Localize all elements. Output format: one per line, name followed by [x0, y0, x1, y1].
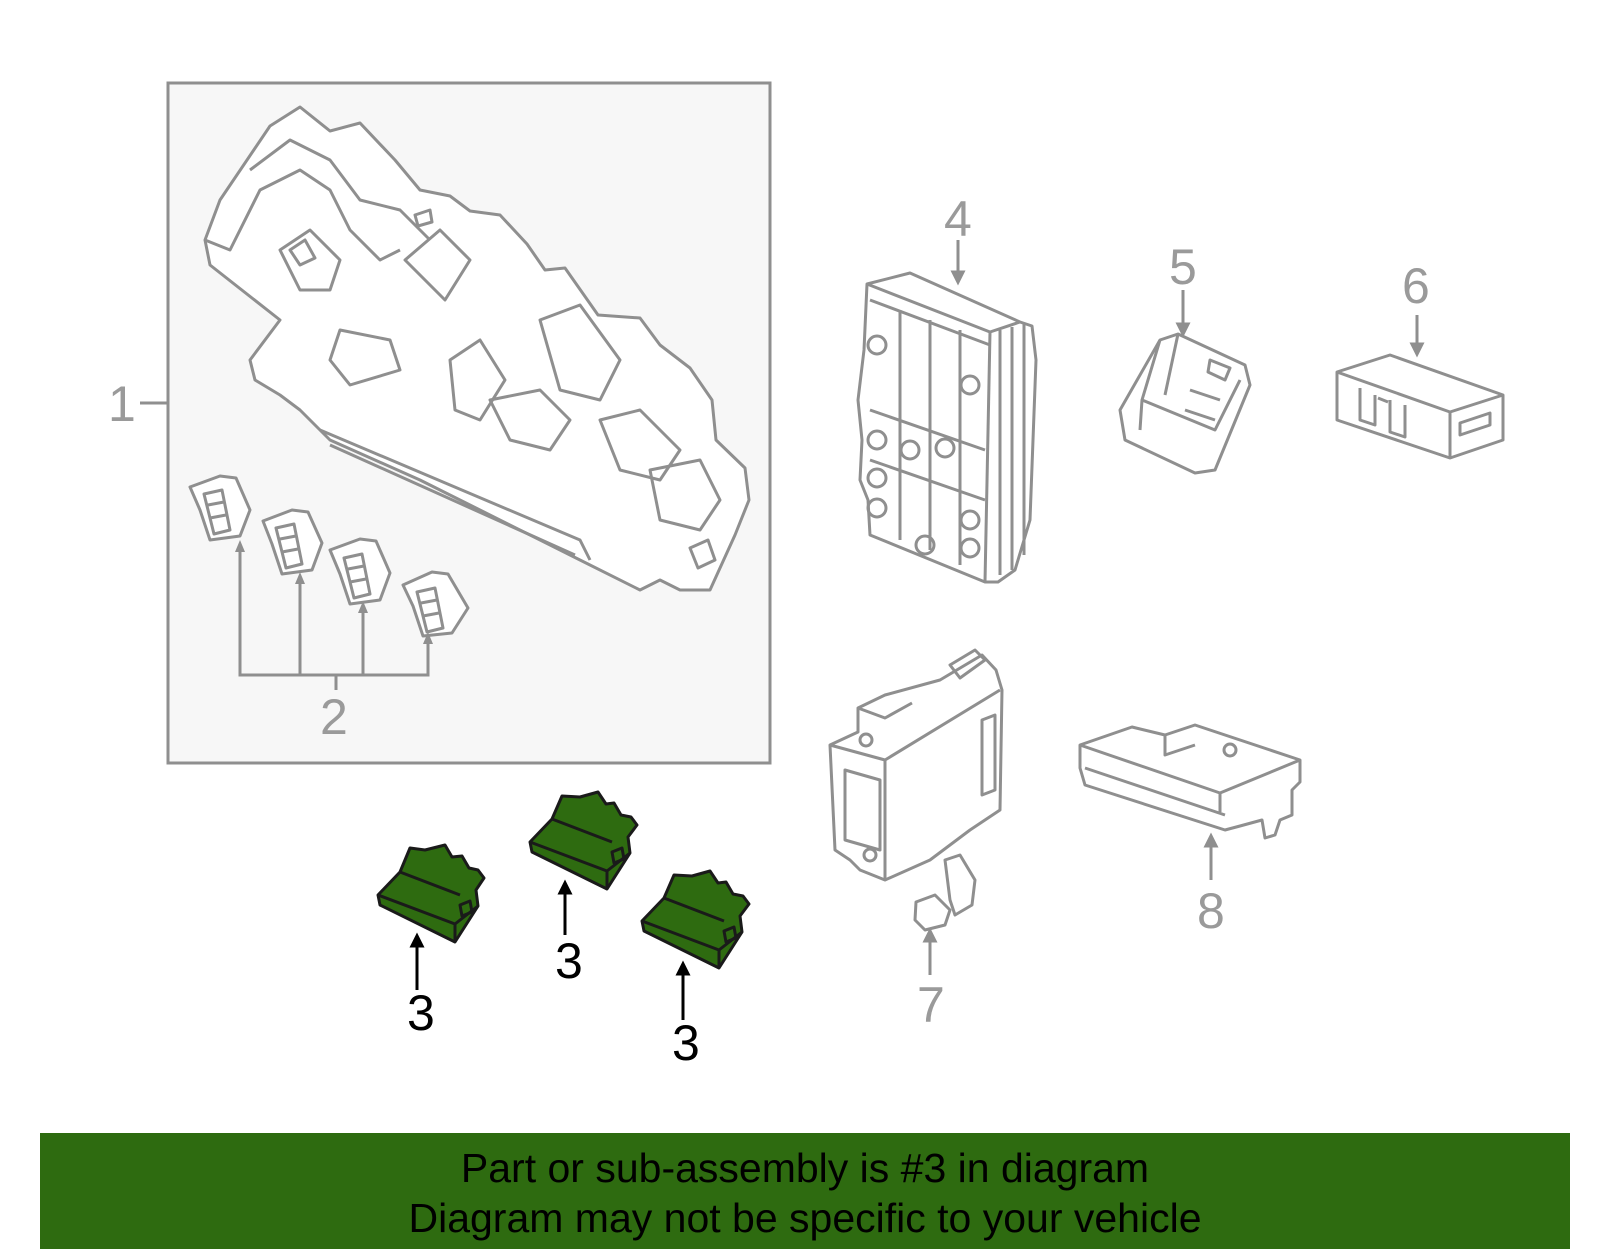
relay-part-3-middle[interactable] [528, 790, 639, 891]
callout-8: 8 [1197, 883, 1225, 939]
control-unit-part-7[interactable] [828, 648, 1004, 932]
relay-part-3-right[interactable] [640, 869, 751, 970]
callout-3-left: 3 [407, 985, 435, 1041]
fuse-box-part-1[interactable] [203, 105, 751, 592]
connector-part-2[interactable] [188, 474, 470, 638]
callout-3-middle: 3 [555, 933, 583, 989]
module-part-5[interactable] [1118, 332, 1252, 475]
leader-lines-2 [235, 540, 433, 690]
info-banner: Part or sub-assembly is #3 in diagram Di… [40, 1133, 1570, 1249]
relay-block-part-6[interactable] [1335, 353, 1505, 460]
callout-6: 6 [1402, 258, 1430, 314]
callout-1: 1 [108, 376, 136, 432]
relay-part-3-left[interactable] [376, 843, 486, 944]
callout-5: 5 [1169, 239, 1197, 295]
flat-module-part-8[interactable] [1078, 723, 1302, 840]
banner-line-2: Diagram may not be specific to your vehi… [408, 1195, 1202, 1241]
banner-line-1: Part or sub-assembly is #3 in diagram [460, 1145, 1150, 1191]
callout-2: 2 [320, 689, 348, 745]
callout-4: 4 [944, 191, 972, 247]
callout-3-right: 3 [672, 1015, 700, 1071]
callout-7: 7 [917, 977, 945, 1033]
control-module-part-4[interactable] [856, 271, 1038, 584]
